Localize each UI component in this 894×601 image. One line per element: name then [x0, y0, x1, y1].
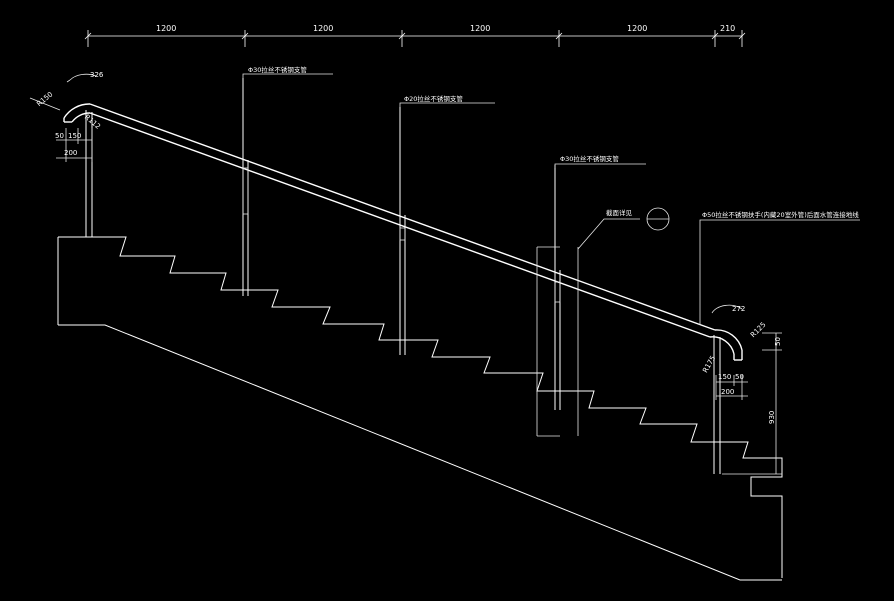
right-end-post [713, 335, 721, 474]
post-3 [536, 165, 579, 437]
right-r1-label: R175 [701, 354, 717, 374]
left-end-dimensions: 326 R150 R112 50 150 200 [29, 71, 104, 162]
right-end-dimensions: 272 R175 R125 150 50 200 50 930 [701, 304, 782, 475]
right-arc-label: 272 [732, 305, 745, 313]
post-1 [242, 78, 249, 296]
dim-label-1: 1200 [156, 24, 176, 33]
dim-label-3: 1200 [470, 24, 490, 33]
callout-post1-label: Φ30拉丝不锈钢支管 [248, 65, 307, 74]
right-h50-label: 50 [774, 337, 782, 346]
callout-post3-label: Φ30拉丝不锈钢支管 [560, 154, 619, 163]
callout-post3: Φ30拉丝不锈钢支管 [554, 154, 646, 168]
left-w150-label: 150 [68, 132, 81, 140]
callout-post2-label: Φ20拉丝不锈钢支管 [404, 94, 463, 103]
left-end-post [85, 110, 93, 237]
left-arc-label: 326 [90, 71, 104, 79]
callout-handrail: Φ50拉丝不锈钢扶手(内藏20室外管)后面水管连接地线 [699, 210, 860, 325]
right-r2-label: R125 [749, 321, 768, 340]
callout-section-label: 截面详见 [606, 208, 633, 217]
right-w50-label: 50 [735, 373, 744, 381]
stair-profile [57, 236, 783, 581]
top-dimension-chain: 1200 1200 1200 1200 210 [84, 24, 746, 47]
callout-section: 截面详见 [577, 207, 670, 250]
left-w50-label: 50 [55, 132, 64, 140]
callout-handrail-label: Φ50拉丝不锈钢扶手(内藏20室外管)后面水管连接地线 [702, 210, 859, 219]
post-2 [399, 107, 406, 355]
right-h930-label: 930 [768, 411, 776, 424]
dim-label-5: 210 [720, 24, 735, 33]
left-w200-label: 200 [64, 149, 77, 157]
left-radius-label: R150 [35, 90, 54, 108]
right-w150-label: 150 [718, 373, 731, 381]
handrail [63, 103, 743, 361]
right-w200-label: 200 [721, 388, 734, 396]
callout-post1: Φ30拉丝不锈钢支管 [242, 65, 333, 78]
dim-label-2: 1200 [313, 24, 333, 33]
callout-post2: Φ20拉丝不锈钢支管 [399, 94, 495, 107]
dim-label-4: 1200 [627, 24, 647, 33]
